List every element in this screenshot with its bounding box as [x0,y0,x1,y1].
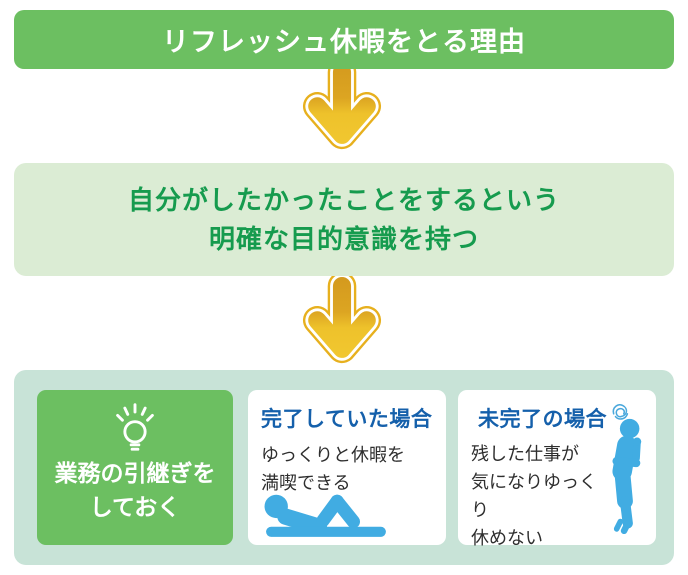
incomplete-line-1: 残した仕事が [471,444,579,464]
completed-card-title: 完了していた場合 [261,408,433,431]
lightbulb-icon [116,403,154,451]
handover-card: 業務の引継ぎを しておく [37,390,233,545]
purpose-line-1: 自分がしたかったことをするという [127,184,560,215]
person-thinking-icon [612,418,642,535]
completed-line-2: 満喫できる [261,473,351,493]
incomplete-card-body: 残した仕事が 気になりゆっくり 休めない [471,440,603,552]
outcome-panel: 業務の引継ぎを しておく 完了していた場合 ゆっくりと休暇を 満喫できる [14,370,674,565]
person-lying-icon [264,494,386,537]
incomplete-card-title-row: 未完了の場合 [478,403,656,433]
handover-line-1: 業務の引継ぎを [54,460,216,486]
purpose-banner: 自分がしたかったことをするという 明確な目的意識を持つ [14,163,674,276]
completed-line-1: ゆっくりと休暇を [261,445,405,465]
incomplete-card-title: 未完了の場合 [478,408,607,431]
title-banner-text: リフレッシュ休暇をとる理由 [162,27,526,57]
title-banner: リフレッシュ休暇をとる理由 [14,10,674,69]
purpose-line-2: 明確な目的意識を持つ [208,223,479,254]
completed-card-body: ゆっくりと休暇を 満喫できる [261,441,446,497]
handover-line-2: しておく [89,494,181,520]
incomplete-line-3: 休めない [471,528,543,548]
incomplete-card: 未完了の場合 残した仕事が 気になりゆっくり 休めない [458,390,656,548]
completed-card: 完了していた場合 ゆっくりと休暇を 満喫できる [248,390,446,545]
down-arrow-icon [302,62,382,150]
worry-scribble-icon [612,404,629,420]
incomplete-line-2: 気になりゆっくり [471,472,597,520]
down-arrow-icon [302,276,382,364]
